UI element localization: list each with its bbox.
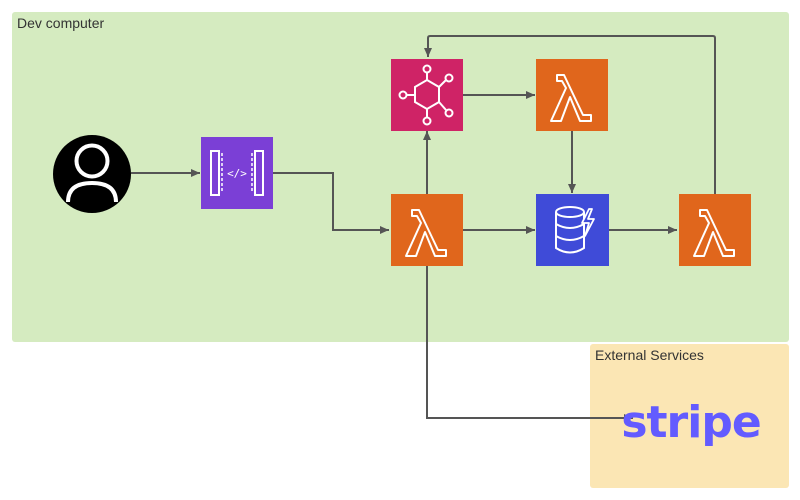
user-icon	[53, 135, 131, 213]
connectors	[131, 35, 716, 422]
external-services-label: External Services	[595, 347, 704, 363]
api-gateway-icon: </>	[201, 137, 273, 209]
svg-text:</>: </>	[227, 167, 247, 180]
stripe-logo: stripe	[621, 397, 760, 448]
edge-api-gateway-to-lambda	[273, 172, 389, 234]
eventbridge-icon	[391, 59, 463, 131]
dynamodb-icon	[536, 194, 609, 266]
dev-computer-label: Dev computer	[17, 15, 105, 31]
edge-lambda-to-stripe	[426, 266, 633, 422]
external-services-region	[590, 344, 789, 488]
lambda-icon	[679, 194, 751, 266]
edge-lambda-stream-to-eventbridge	[424, 35, 716, 194]
lambda-icon	[391, 194, 463, 266]
lambda-icon	[536, 59, 608, 131]
